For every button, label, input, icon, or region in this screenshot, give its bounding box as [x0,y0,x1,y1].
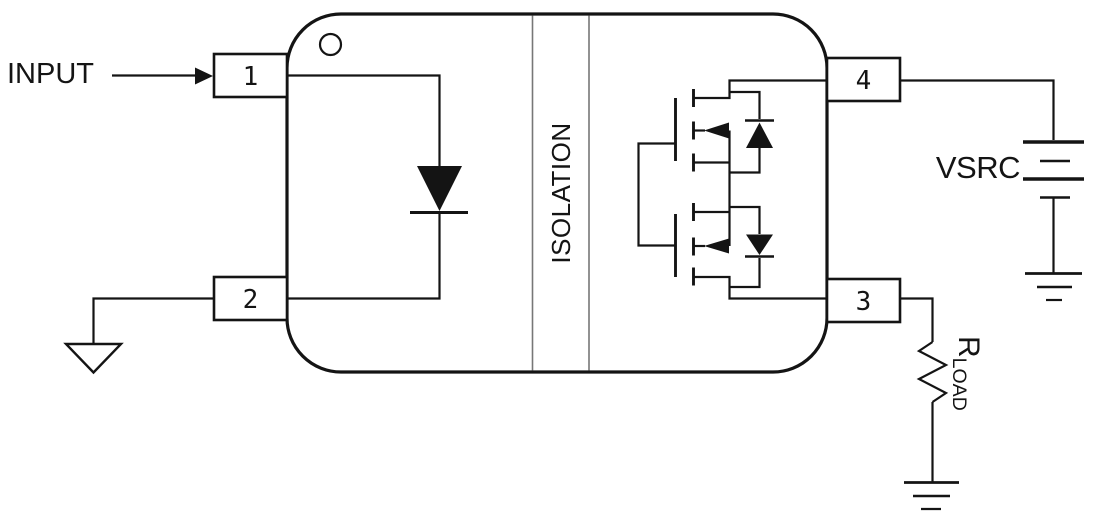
vsrc-earth-ground-icon [1025,272,1082,302]
rload-label: RLOAD [948,336,985,411]
body-diode-bottom-cathode-wire [729,258,761,289]
pin-4: 4 [825,56,902,103]
body-diode-bottom [729,205,774,289]
body-diode-top-icon [746,122,773,148]
rload-branch: RLOAD [900,297,985,511]
rload-label-main: R [952,336,985,358]
mosfet-bottom-body-arrow-icon [704,238,729,254]
pin-3-number: 3 [856,287,872,317]
mosfet-top-body-arrow-icon [704,122,729,139]
pin-2-number: 2 [243,285,259,315]
signal-ground [63,297,214,375]
mosfet-top [674,79,827,172]
pin4-to-vsrc-wire [900,79,1055,140]
led-diode-icon [417,166,462,211]
input-terminal: INPUT [7,58,213,90]
body-diode-bottom-icon [746,234,773,255]
isolation-barrier: ISOLATION [531,15,590,371]
pin-2: 2 [212,275,289,322]
body-diode-top-anode-wire [729,148,761,174]
package-outline-icon [285,12,829,374]
pin-1: 1 [212,52,289,99]
pin1-indicator-dot-icon [318,32,343,57]
vsrc-branch: VSRC [900,79,1084,302]
body-diode-bottom-anode-wire [729,205,761,234]
body-diode-top-cathode-wire [729,90,761,119]
pin-3: 3 [825,277,902,324]
input-label: INPUT [7,58,94,90]
pin2-to-ground-wire [92,297,214,344]
gate-tie-wire [637,142,676,247]
rload-resistor-icon [916,341,949,403]
load-earth-ground-icon [904,481,959,511]
vsrc-label: VSRC [936,150,1020,185]
pin-3-box [825,277,902,324]
pin-1-box [212,52,289,99]
signal-ground-triangle-icon [63,342,124,375]
rload-label-subscript: LOAD [948,358,970,411]
led-to-pin2-wire [287,214,441,300]
pin-4-number: 4 [856,66,872,96]
pin1-to-led-wire [287,74,441,166]
body-diode-top [729,90,774,174]
mosfet-bottom [674,203,827,300]
pin-1-number: 1 [243,62,259,92]
led-diode-branch [287,74,468,300]
pin3-to-rload-wire [900,297,934,342]
ssr-package [285,12,829,374]
isolation-label: ISOLATION [546,122,576,263]
vsrc-battery-icon [1023,140,1084,199]
input-arrowhead-icon [195,67,213,85]
mosfet-top-drain-wire [693,79,827,100]
